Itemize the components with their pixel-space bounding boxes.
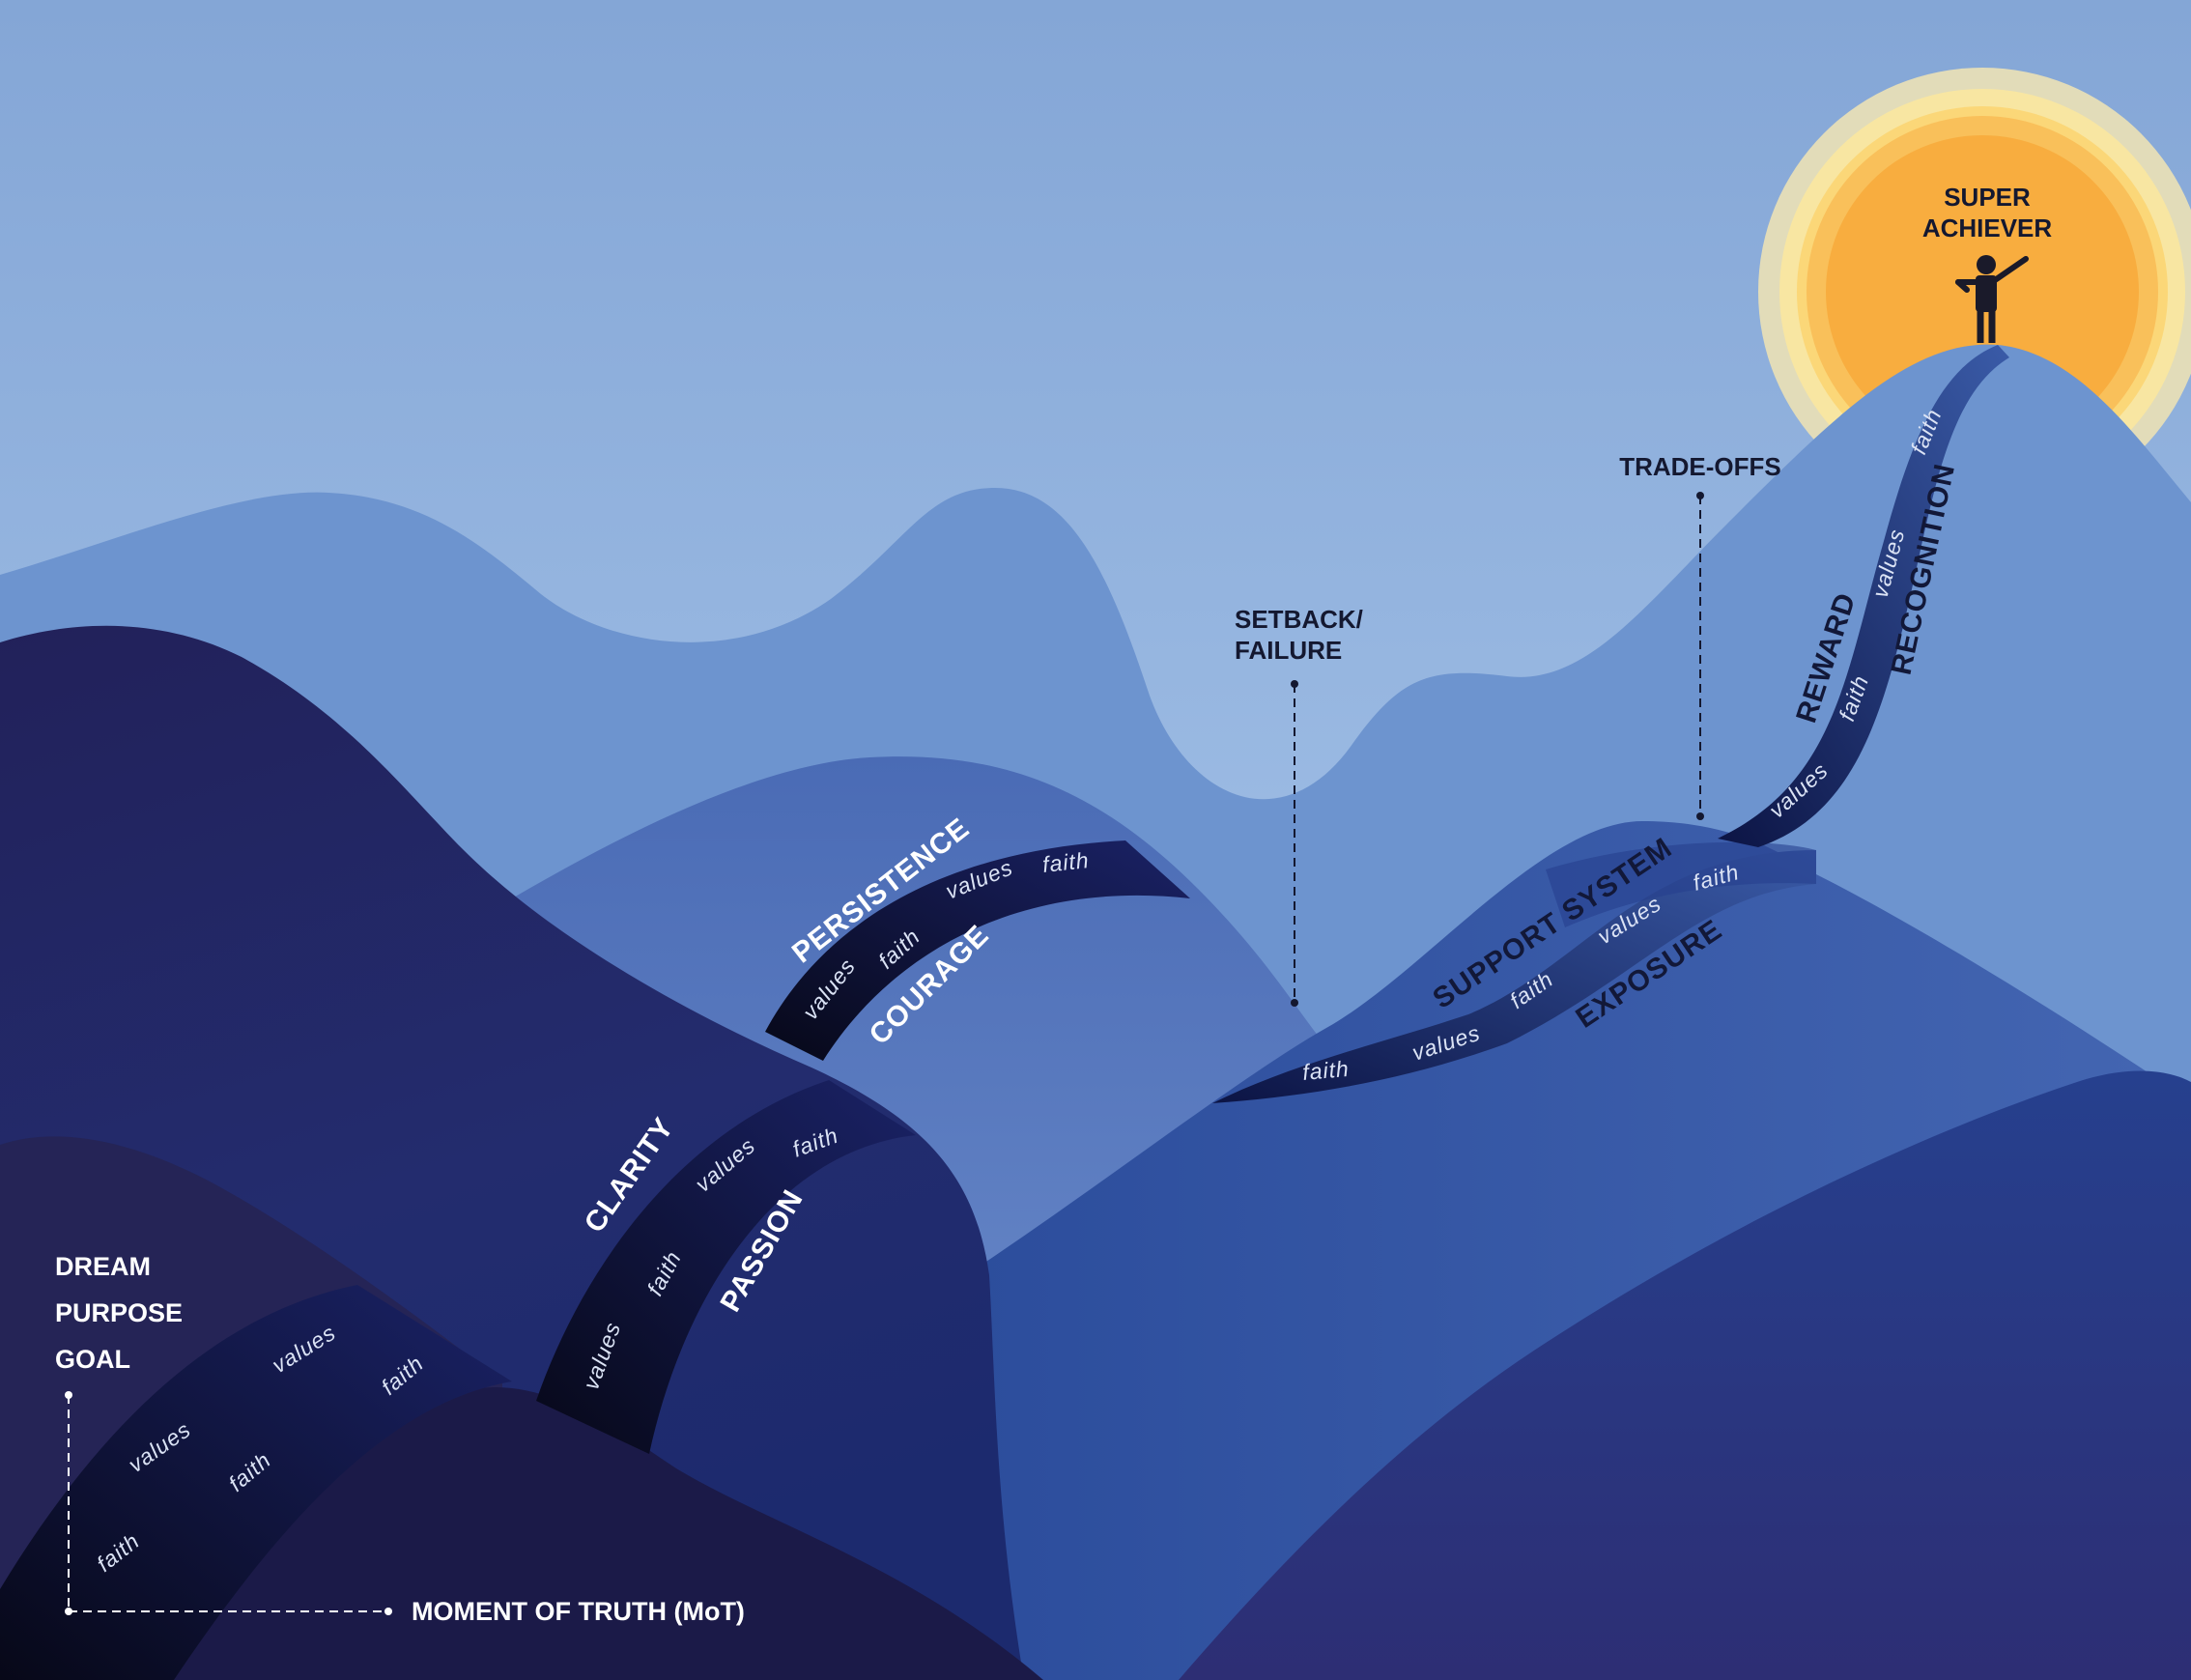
setback-label-line1: SETBACK/ — [1235, 605, 1363, 634]
tradeoffs-label: TRADE-OFFS — [1619, 452, 1781, 481]
start-label-goal: GOAL — [55, 1345, 130, 1374]
moment-of-truth-label: MOMENT OF TRUTH (MoT) — [412, 1597, 745, 1626]
path-word-faith: faith — [1301, 1056, 1351, 1085]
peak-label-line2: ACHIEVER — [1922, 214, 2053, 242]
setback-label-line2: FAILURE — [1235, 636, 1342, 665]
peak-label-line1: SUPER — [1944, 183, 2031, 212]
path-word-faith: faith — [1041, 847, 1091, 877]
start-label-dream: DREAM — [55, 1252, 151, 1281]
start-label-purpose: PURPOSE — [55, 1298, 183, 1327]
